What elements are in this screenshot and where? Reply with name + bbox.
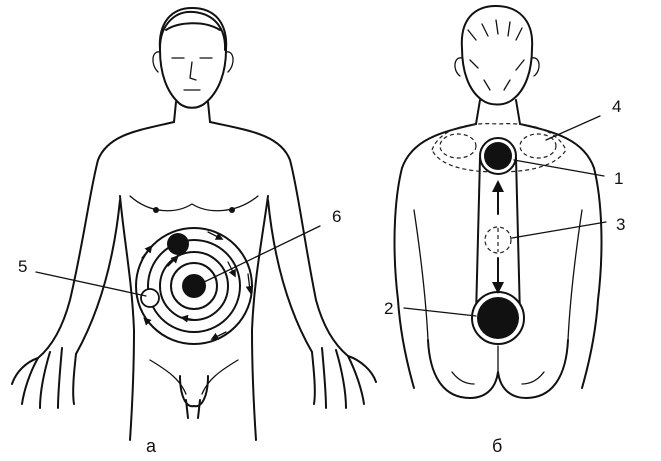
back-ear-left bbox=[454, 57, 463, 77]
back-left-arm-inner bbox=[413, 209, 429, 341]
shoulder-zone-left bbox=[439, 133, 477, 159]
front-hair bbox=[159, 10, 227, 51]
front-nose bbox=[189, 61, 197, 81]
marker-6-center-dot bbox=[182, 274, 206, 298]
front-nipple-right bbox=[229, 207, 235, 213]
label-1: 1 bbox=[614, 169, 623, 188]
leader-4 bbox=[545, 115, 601, 141]
front-left-hand bbox=[11, 347, 77, 409]
back-left-side bbox=[393, 123, 477, 389]
front-groin bbox=[149, 359, 239, 395]
front-chest bbox=[129, 195, 259, 212]
front-ear-right bbox=[225, 51, 234, 73]
label-2: 2 bbox=[384, 299, 393, 318]
back-neck bbox=[475, 99, 521, 125]
caption-b: б bbox=[492, 436, 502, 456]
back-ear-right bbox=[531, 57, 540, 77]
abdomen-spiral bbox=[135, 227, 254, 345]
back-figure: 4 1 3 2 б bbox=[384, 5, 625, 456]
marker-1-dot bbox=[484, 142, 512, 170]
label-5: 5 bbox=[18, 257, 27, 276]
front-figure: 5 6 а bbox=[11, 7, 377, 456]
upper-dot bbox=[167, 233, 189, 255]
label-4: 4 bbox=[612, 97, 621, 116]
marker-2-dot bbox=[477, 297, 519, 339]
label-6: 6 bbox=[332, 207, 341, 226]
leader-5 bbox=[35, 271, 147, 297]
front-torso-left bbox=[119, 195, 135, 441]
front-genitals bbox=[179, 375, 209, 419]
label-3: 3 bbox=[616, 215, 625, 234]
marker-3-ring bbox=[484, 226, 512, 254]
front-right-hand bbox=[311, 347, 377, 409]
back-hair bbox=[467, 19, 525, 91]
shoulder-zone-right bbox=[519, 133, 557, 159]
leader-3 bbox=[511, 221, 607, 239]
front-nipple-left bbox=[153, 207, 159, 213]
leader-1 bbox=[513, 159, 605, 177]
front-head bbox=[158, 7, 228, 109]
front-left-arm-outer bbox=[37, 121, 175, 359]
front-right-arm-outer bbox=[209, 121, 349, 357]
front-left-arm-inner bbox=[75, 199, 121, 355]
back-gluteal-fold bbox=[451, 371, 545, 385]
front-neck bbox=[173, 101, 211, 123]
leader-2 bbox=[403, 307, 477, 317]
leader-6 bbox=[199, 225, 321, 285]
marker-5-ring bbox=[140, 288, 160, 308]
back-head bbox=[460, 5, 534, 106]
back-right-arm-inner bbox=[567, 209, 583, 341]
back-right-side bbox=[519, 123, 603, 389]
front-torso-right bbox=[251, 195, 269, 441]
caption-a: а bbox=[146, 436, 157, 456]
front-ear-left bbox=[152, 51, 161, 73]
front-right-arm-inner bbox=[267, 199, 313, 353]
